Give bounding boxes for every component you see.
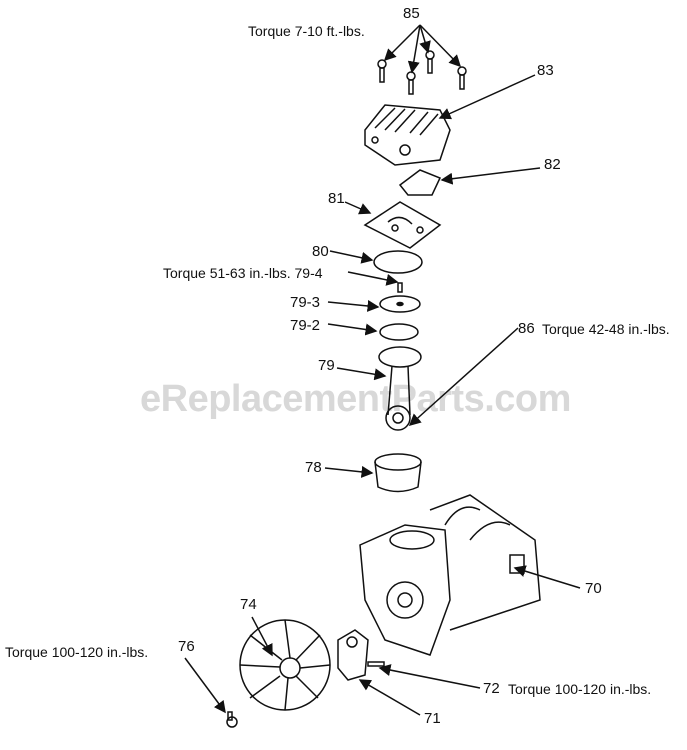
part-76-bolt: [226, 711, 238, 728]
callout-70: 70: [585, 580, 602, 597]
callout-79: 79: [318, 357, 335, 374]
callout-72: 72: [483, 680, 500, 697]
torque-86: Torque 42-48 in.-lbs.: [542, 321, 670, 337]
part-71-part: [337, 629, 369, 681]
part-85-bolts: [377, 50, 467, 95]
callout-79-3: 79-3: [290, 294, 321, 311]
part-79-piston-rod: [378, 346, 422, 431]
torque-72: Torque 100-120 in.-lbs.: [508, 681, 652, 697]
part-81-valve-plate: [363, 201, 442, 249]
torque-85: Torque 7-10 ft.-lbs.: [248, 23, 365, 39]
part-80-gasket-ring: [373, 250, 423, 274]
callout-79-2: 79-2: [290, 317, 321, 334]
callout-76: 76: [178, 638, 195, 655]
part-78-sleeve: [374, 453, 422, 493]
callout-80: 80: [312, 243, 329, 260]
callout-71: 71: [424, 710, 441, 727]
torque-76: Torque 100-120 in.-lbs.: [5, 644, 149, 660]
part-83-cylinder-head: [364, 104, 451, 166]
callout-83: 83: [537, 62, 554, 79]
part-70-crankcase: [359, 494, 541, 656]
callout-78: 78: [305, 459, 322, 476]
callout-82: 82: [544, 156, 561, 173]
part-79-3-disc: [379, 295, 421, 313]
part-82-gasket: [398, 169, 442, 196]
part-72-bolt: [367, 661, 385, 667]
callout-85: 85: [403, 5, 420, 22]
callout-79-4: Torque 51-63 in.-lbs. 79-4: [163, 265, 323, 281]
part-79-2-ring: [379, 323, 419, 341]
callout-81: 81: [328, 190, 345, 207]
part-79-4-screw: [397, 282, 403, 293]
watermark: eReplacementParts.com: [140, 378, 571, 420]
part-74-fan: [239, 619, 331, 711]
callout-86: 86: [518, 320, 535, 337]
callout-74: 74: [240, 596, 257, 613]
leader-lines: [184, 24, 581, 716]
